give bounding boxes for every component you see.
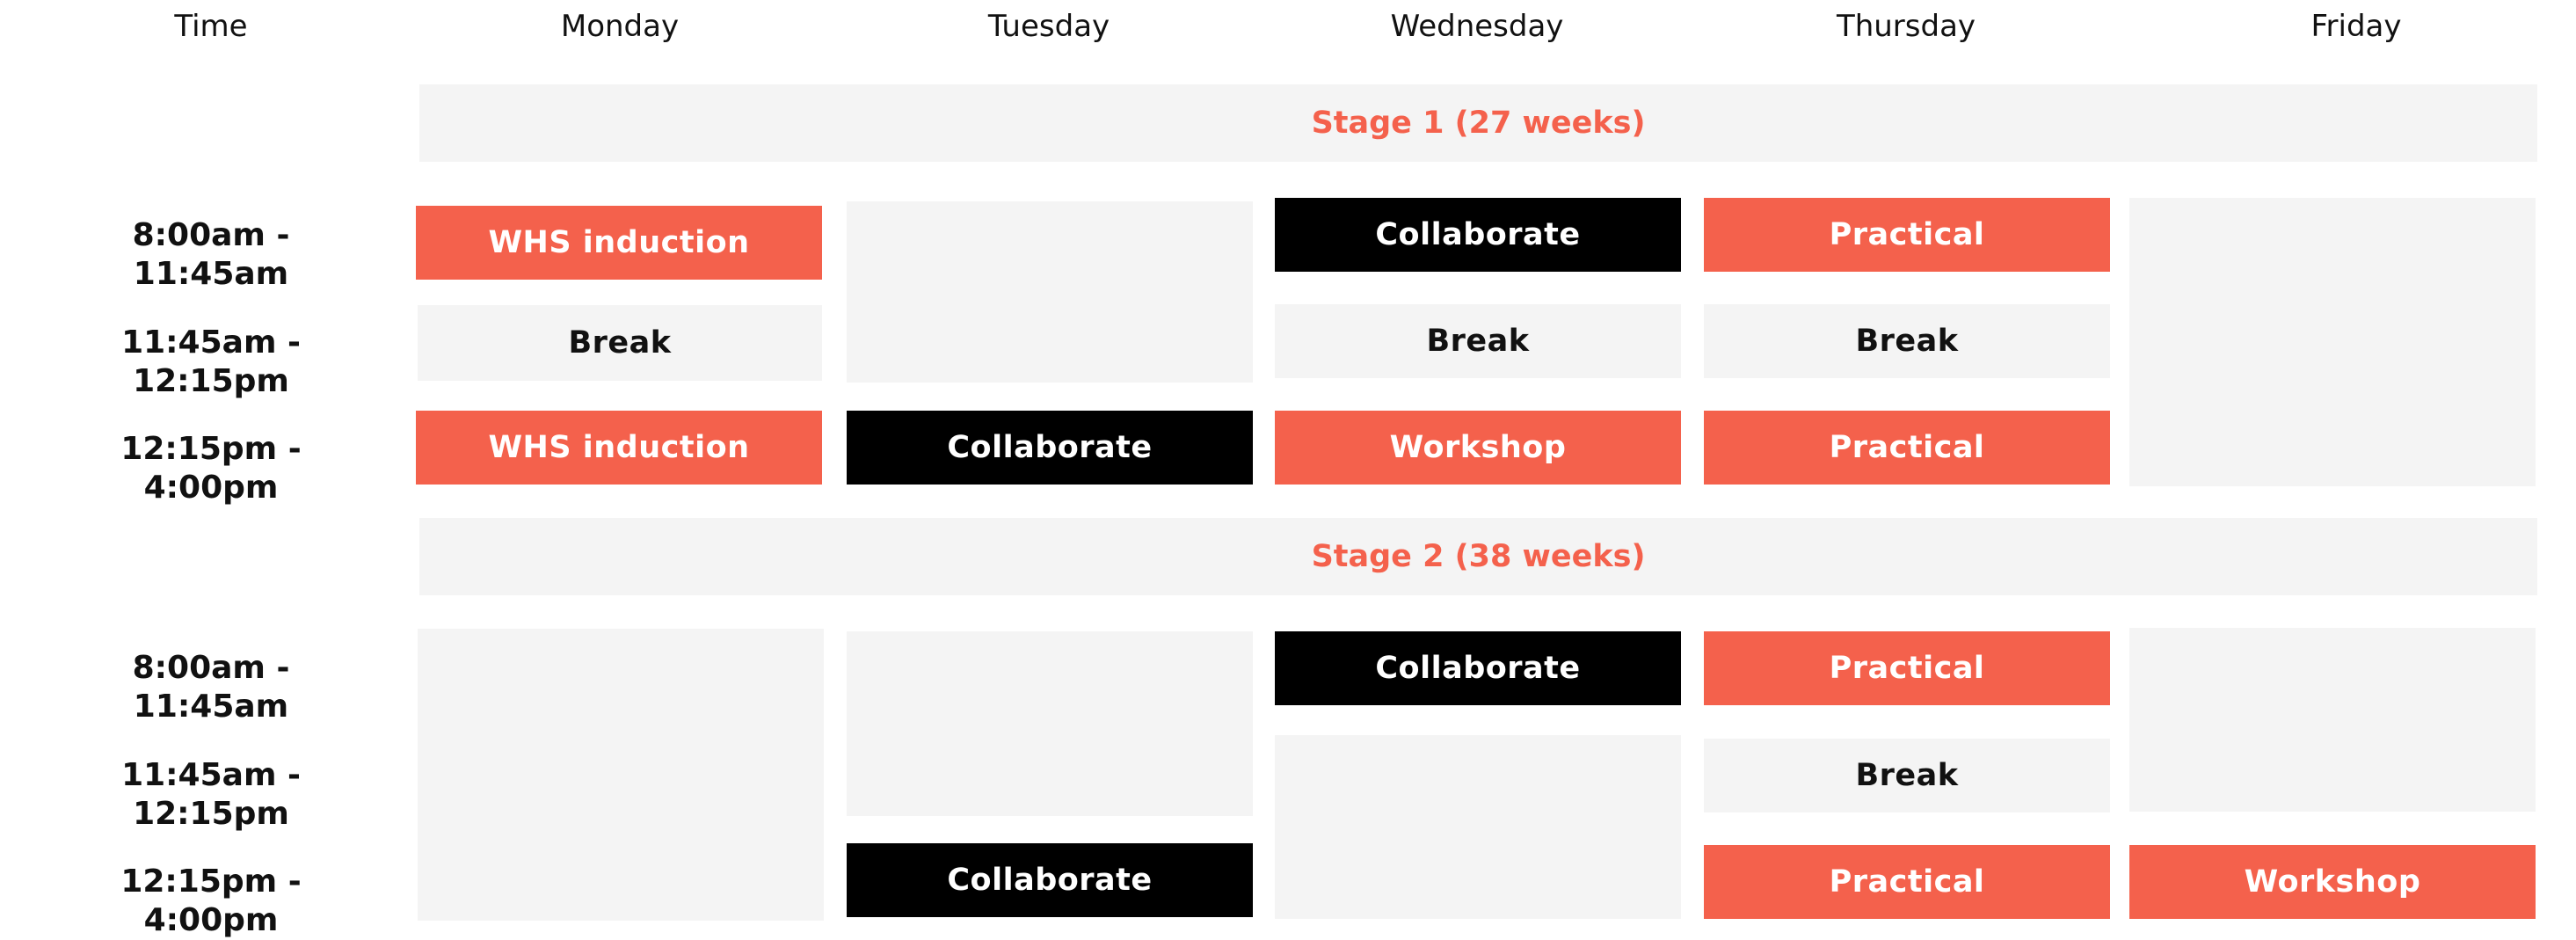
time-slot: 11:45am - 12:15pm xyxy=(121,757,301,832)
schedule-cell: Practical xyxy=(1704,411,2110,485)
empty-cell xyxy=(847,631,1253,816)
schedule-cell: Workshop xyxy=(1275,411,1681,485)
schedule-cell: Break xyxy=(1704,304,2110,378)
schedule-cell: Break xyxy=(1275,304,1681,378)
schedule-cell: Collaborate xyxy=(1275,198,1681,272)
schedule-cell: Break xyxy=(1704,739,2110,812)
empty-cell xyxy=(2129,198,2536,486)
schedule-cell: Workshop xyxy=(2129,845,2536,919)
stage-2-banner: Stage 2 (38 weeks) xyxy=(419,518,2537,595)
header-time: Time xyxy=(174,9,248,44)
time-slot: 12:15pm - 4:00pm xyxy=(120,863,302,938)
empty-cell xyxy=(418,629,824,921)
schedule-cell: Practical xyxy=(1704,631,2110,705)
time-slot: 12:15pm - 4:00pm xyxy=(120,431,302,506)
time-slot: 8:00am - 11:45am xyxy=(132,650,290,725)
empty-cell xyxy=(2129,628,2536,812)
schedule-cell: WHS induction xyxy=(416,206,822,280)
header-friday: Friday xyxy=(2310,9,2402,44)
header-monday: Monday xyxy=(560,9,680,44)
schedule-cell: Collaborate xyxy=(847,411,1253,485)
time-slot: 8:00am - 11:45am xyxy=(132,217,290,292)
header-thursday: Thursday xyxy=(1836,9,1976,44)
header-tuesday: Tuesday xyxy=(987,9,1110,44)
empty-cell xyxy=(847,201,1253,383)
schedule-cell: Break xyxy=(418,305,822,381)
schedule-cell: Practical xyxy=(1704,198,2110,272)
stage-1-banner: Stage 1 (27 weeks) xyxy=(419,84,2537,162)
schedule-cell: Collaborate xyxy=(847,843,1253,917)
header-wednesday: Wednesday xyxy=(1390,9,1564,44)
empty-cell xyxy=(1275,735,1681,919)
schedule-cell: Collaborate xyxy=(1275,631,1681,705)
time-slot: 11:45am - 12:15pm xyxy=(121,324,301,399)
schedule-cell: WHS induction xyxy=(416,411,822,485)
schedule-cell: Practical xyxy=(1704,845,2110,919)
